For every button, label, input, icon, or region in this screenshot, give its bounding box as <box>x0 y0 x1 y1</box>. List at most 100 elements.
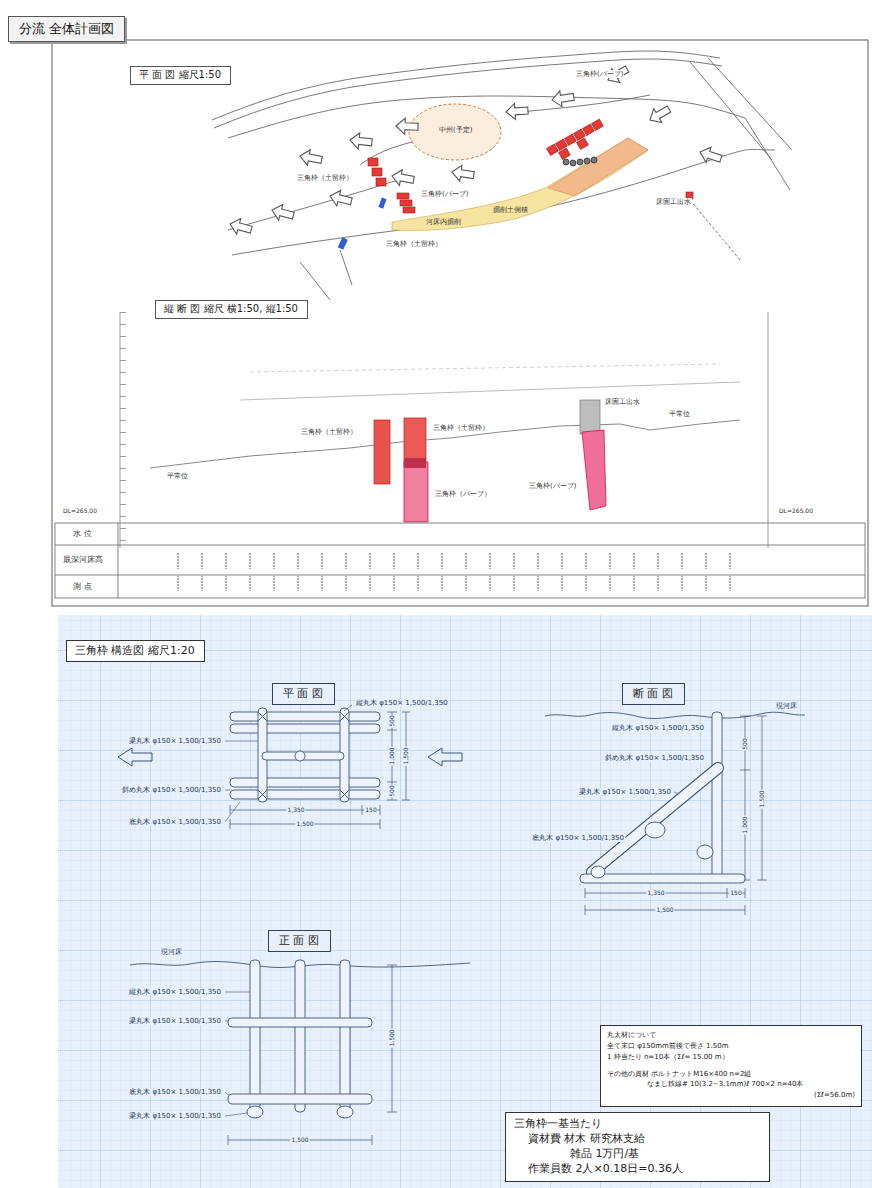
part-label: DL=265.00 <box>778 508 814 515</box>
water-marks <box>338 237 348 250</box>
leader-lines <box>225 1021 228 1022</box>
part-label: 現河床 <box>775 702 798 710</box>
part-label: 底丸木 φ150× 1,500/1,350 <box>128 1088 222 1096</box>
dimension-label: 150 <box>729 890 742 897</box>
triangle-frame-section <box>374 400 606 522</box>
box-text: 1 枠当たり n=10本（Σℓ= 15.00 m） <box>607 1052 855 1063</box>
box-text: 平 面 図 縮尺1:50 <box>139 69 222 82</box>
graph-paper <box>58 615 872 1188</box>
flow-arrows <box>391 168 415 188</box>
dimension-label: 500 <box>389 784 396 797</box>
front-drawing <box>228 1094 372 1104</box>
dimension-lines <box>402 712 410 800</box>
flow-arrows <box>270 202 295 223</box>
box-text: その他の資材 ボルトナットM16×400 n=2組 <box>607 1069 855 1080</box>
road-lines <box>300 262 330 300</box>
graph-paper <box>58 615 872 1188</box>
flow-arrows <box>396 118 419 135</box>
profile-table <box>55 575 865 576</box>
dimension-label: 1,500 <box>389 1028 396 1047</box>
section-drawing <box>592 768 718 872</box>
section-drawing <box>645 822 665 838</box>
sheet-title: 分流 全体計画図 <box>8 16 125 42</box>
part-label: 三角枠(バーブ) <box>420 190 469 198</box>
part-label: 河床内掘削 <box>425 218 462 226</box>
part-label: 三角枠(バーブ) <box>575 70 624 78</box>
profile-table <box>55 523 865 598</box>
dimension-label: 500 <box>389 714 396 727</box>
dimension-lines <box>387 965 397 1112</box>
dimension-label: 500 <box>742 737 749 750</box>
box-text: 三角枠 構造図 縮尺1:20 <box>75 644 196 658</box>
dimension-label: 150 <box>364 807 377 814</box>
cost-box: 三角枠一基当たり資材費 材木 研究林支給雑品 1万円/基作業員数 2人×0.18… <box>505 1112 770 1182</box>
front-drawing <box>340 960 350 1112</box>
leader-lines <box>225 790 230 791</box>
part-label: 梁丸木 φ150× 1,500/1,350 <box>128 1112 222 1120</box>
triangle-frame-section <box>374 420 390 484</box>
section-drawing <box>697 845 713 859</box>
river-profile <box>250 364 720 372</box>
flow-arrows <box>505 102 528 119</box>
leader-lines <box>344 705 352 711</box>
triangle-frame-section <box>582 430 606 510</box>
flow-arrow-symbol <box>118 748 152 766</box>
dimension-lines <box>387 712 397 800</box>
dimension-label: 1,000 <box>742 815 749 834</box>
stone-marks <box>584 158 590 164</box>
elevation-ruler <box>120 312 768 548</box>
part-label: 斜め丸木 φ150× 1,500/1,350 <box>121 786 222 794</box>
sheet-ground <box>0 0 872 612</box>
triangle-frame-marks <box>592 119 604 130</box>
dimension-lines <box>230 819 380 829</box>
triangle-frame-marks <box>372 168 382 176</box>
graph-paper <box>58 615 872 1188</box>
sandbar-outline <box>409 104 501 160</box>
road-lines <box>212 51 792 300</box>
stone-marks <box>591 157 597 163</box>
plan-logs <box>230 790 380 799</box>
part-label: 三角枠（土留枠） <box>432 424 490 432</box>
elevation-ruler <box>120 312 126 548</box>
stone-marks <box>577 159 583 165</box>
box-text: 作業員数 2人×0.18日=0.36人 <box>514 1162 761 1177</box>
profile-table <box>55 545 865 546</box>
triangle-frame-marks <box>403 207 415 213</box>
triangle-frame-marks <box>577 138 589 149</box>
stone-marks <box>563 159 569 165</box>
part-label: 三角枠（土留枠） <box>300 428 358 436</box>
road-lines <box>745 118 790 190</box>
part-label: 平常位 <box>668 410 691 418</box>
road-lines <box>690 62 772 160</box>
view-title-box: 正 面 図 <box>268 930 331 952</box>
box-text: 断 面 図 <box>633 687 674 701</box>
front-drawing <box>295 960 305 1112</box>
dimension-label: 1,500 <box>290 1137 309 1144</box>
dimension-label: 1,500 <box>295 821 314 828</box>
part-label: 底丸木 φ150× 1,500/1,350 <box>128 818 222 826</box>
part-label: 水 位 <box>72 529 93 538</box>
part-label: 三角枠（土留枠） <box>296 174 354 182</box>
triangle-frame-marks <box>400 200 412 206</box>
leader-lines <box>225 1113 247 1116</box>
graph-paper <box>58 615 872 1188</box>
box-text: 縦 断 図 縮尺 横1:50, 縦1:50 <box>164 303 299 316</box>
part-label: 床固工出水 <box>655 198 692 206</box>
box-text: 平 面 図 <box>283 687 324 701</box>
profile-table <box>55 523 865 598</box>
dimension-label: 1,000 <box>389 746 396 765</box>
part-label: 梁丸木 φ150× 1,500/1,350 <box>128 737 222 745</box>
section-drawing <box>545 712 805 718</box>
section-drawing <box>592 768 718 872</box>
plan-logs <box>230 724 380 733</box>
part-label: DL=265.00 <box>62 508 98 515</box>
triangle-frame-marks <box>397 193 409 199</box>
box-text: 雑品 1万円/基 <box>514 1147 761 1162</box>
section-drawing <box>591 866 605 878</box>
plan-logs <box>230 712 380 721</box>
part-label: 掘削土側積 <box>492 206 529 214</box>
excavation-area <box>392 138 648 231</box>
part-label: 縦丸木 φ150× 1,500/1,350 <box>355 699 449 707</box>
part-label: 三角枠(バーブ) <box>528 482 577 490</box>
flow-arrows <box>228 62 723 237</box>
